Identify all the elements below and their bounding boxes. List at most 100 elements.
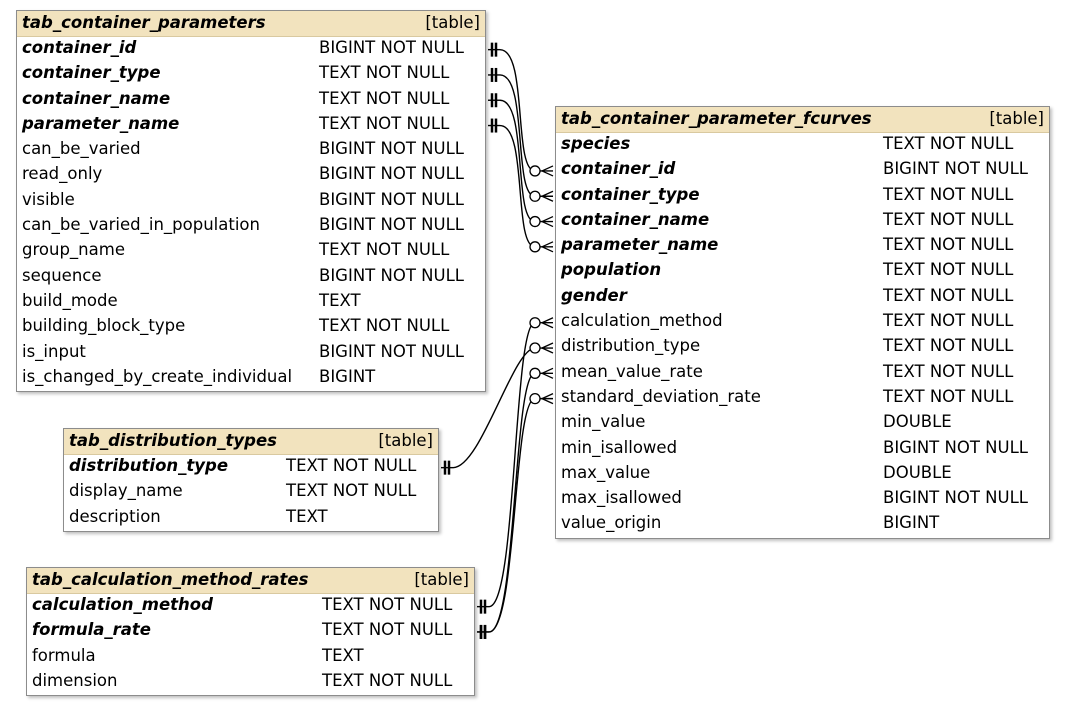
many-marker — [541, 322, 554, 329]
column-name: distribution_type — [561, 336, 701, 356]
table-tab-container-parameter-fcurves[interactable]: tab_container_parameter_fcurves [table] … — [555, 106, 1050, 539]
column-name: max_isallowed — [561, 488, 682, 508]
column-type: BIGINT NOT NULL — [883, 159, 1028, 179]
zero-marker — [529, 367, 541, 379]
column-type: BIGINT NOT NULL — [319, 265, 464, 285]
many-marker — [541, 367, 554, 374]
zero-marker — [529, 215, 541, 228]
column-type: TEXT NOT NULL — [883, 311, 1014, 331]
column-row[interactable]: standard_deviation_rate TEXT NOT NULL — [556, 386, 1049, 411]
many-marker — [541, 317, 554, 324]
column-name: formula — [32, 645, 96, 665]
column-name: building_block_type — [22, 316, 186, 336]
column-row[interactable]: parameter_name TEXT NOT NULL — [556, 234, 1049, 259]
table-header: tab_container_parameters [table] — [17, 11, 485, 37]
column-name: mean_value_rate — [561, 361, 703, 381]
column-name: calculation_method — [32, 595, 213, 614]
column-type: BIGINT — [319, 366, 376, 386]
table-body: calculation_method TEXT NOT NULL formula_r… — [27, 594, 474, 695]
relationship-line — [488, 397, 553, 633]
table-header: tab_calculation_method_rates [table] — [27, 568, 474, 594]
column-name: parameter_name — [561, 235, 719, 255]
column-type: TEXT NOT NULL — [322, 595, 453, 614]
table-kind: [table] — [989, 109, 1044, 128]
column-type: TEXT NOT NULL — [883, 235, 1014, 255]
table-kind: [table] — [414, 570, 469, 589]
column-type: TEXT NOT NULL — [319, 316, 450, 336]
many-marker — [541, 165, 554, 172]
table-tab-distribution-types[interactable]: tab_distribution_types [table] distribut… — [63, 428, 439, 532]
column-type: TEXT NOT NULL — [319, 240, 450, 260]
column-type: BIGINT NOT NULL — [319, 341, 464, 361]
table-name: tab_calculation_method_rates — [32, 570, 309, 589]
relationship-line — [499, 48, 553, 172]
column-type: TEXT NOT NULL — [883, 285, 1014, 305]
column-type: TEXT NOT NULL — [883, 386, 1014, 406]
column-type: BIGINT NOT NULL — [883, 437, 1028, 457]
table-tab-calculation-method-rates[interactable]: tab_calculation_method_rates [table] cal… — [26, 567, 475, 697]
table-header: tab_container_parameter_fcurves [table] — [556, 107, 1049, 133]
column-type: TEXT — [286, 506, 328, 526]
column-row[interactable]: calculation_method TEXT NOT NULL — [556, 310, 1049, 335]
column-name: standard_deviation_rate — [561, 386, 761, 406]
many-marker — [541, 195, 554, 202]
column-type: DOUBLE — [883, 462, 952, 482]
column-name: calculation_method — [561, 311, 723, 331]
column-row[interactable]: value_origin BIGINT — [556, 512, 1049, 537]
column-type: TEXT NOT NULL — [883, 260, 1014, 280]
column-row[interactable]: building_block_type TEXT NOT NULL — [17, 315, 485, 340]
many-marker — [541, 372, 554, 379]
column-name: value_origin — [561, 513, 662, 533]
many-marker — [541, 398, 554, 405]
column-name: description — [69, 506, 161, 526]
zero-marker — [529, 342, 541, 354]
table-tab-container-parameters[interactable]: tab_container_parameters [table] contain… — [16, 10, 486, 393]
column-name: container_name — [561, 209, 710, 229]
column-name: formula_rate — [32, 620, 151, 640]
column-type: BIGINT — [883, 513, 940, 533]
column-type: BIGINT NOT NULL — [319, 164, 464, 184]
column-type: TEXT NOT NULL — [286, 481, 417, 501]
column-name: display_name — [69, 481, 183, 501]
column-row[interactable]: display_name TEXT NOT NULL — [64, 480, 438, 505]
many-marker — [541, 215, 554, 223]
column-row[interactable]: description TEXT — [64, 506, 438, 531]
many-marker — [541, 347, 554, 354]
column-name: container_name — [22, 88, 171, 108]
column-name: container_type — [22, 63, 161, 83]
column-row[interactable]: calculation_method TEXT NOT NULL — [27, 594, 474, 619]
zero-marker — [529, 392, 541, 405]
many-marker — [541, 190, 554, 197]
table-name: tab_container_parameters — [22, 13, 266, 32]
